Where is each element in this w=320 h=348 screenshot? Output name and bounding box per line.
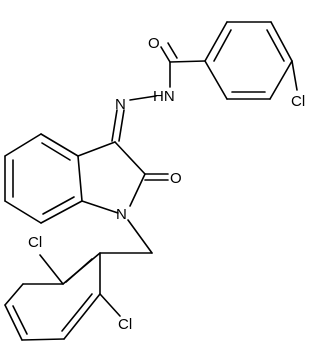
hydrazide-nitrogen-label: N xyxy=(115,96,126,113)
hydrazone-linkage xyxy=(111,95,157,142)
benzyl-chlorine-upper-label: Cl xyxy=(28,234,42,251)
dichlorophenyl-ring xyxy=(4,252,153,341)
lactam-oxygen-label: O xyxy=(170,170,182,187)
hydrazide-nh-label: HN xyxy=(153,88,175,105)
amide-group xyxy=(160,42,206,88)
indolinone-core xyxy=(4,133,169,224)
benzyl-chlorine-lower-label: Cl xyxy=(118,316,132,333)
benzyl-methylene-bond xyxy=(127,219,153,254)
aryl-chlorine-label: Cl xyxy=(291,93,305,110)
benzyl-chlorine-lower-bond xyxy=(99,293,121,317)
ring-nitrogen-label: N xyxy=(116,206,127,223)
chlorophenyl-ring xyxy=(204,21,293,100)
aryl-chlorine-bond xyxy=(291,60,298,91)
benzyl-chlorine-upper-bond xyxy=(39,254,64,285)
carbonyl-oxygen-label: O xyxy=(148,35,160,52)
